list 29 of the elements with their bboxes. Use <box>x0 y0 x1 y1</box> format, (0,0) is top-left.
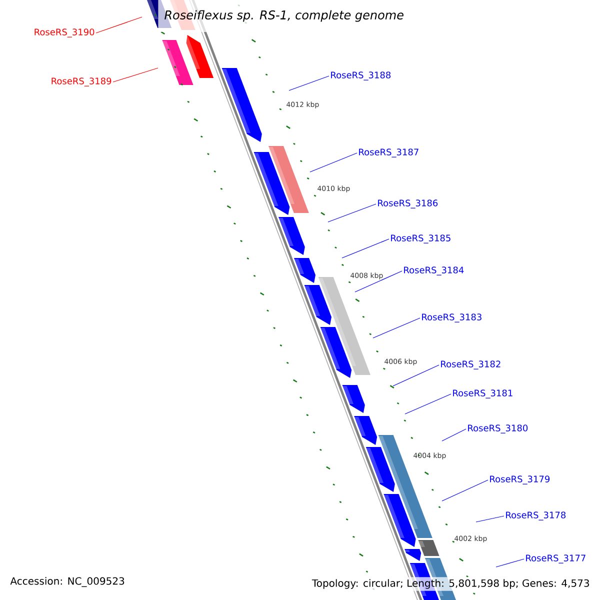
leader-line <box>404 394 452 414</box>
gene-label: RoseRS_3185 <box>391 234 450 244</box>
leader-line <box>372 318 420 338</box>
gene-label: RoseRS_3190 <box>34 28 94 38</box>
gene-label: RoseRS_3188 <box>331 72 391 80</box>
gene-label: RoseRS_3184 <box>404 266 464 276</box>
leader-line <box>328 204 376 222</box>
leader-line <box>112 68 158 82</box>
gene-label: RoseRS_3181 <box>453 390 512 398</box>
gene-label: RoseRS_3186 <box>378 200 438 208</box>
gene-label: RoseRS_3182 <box>441 360 500 370</box>
gene-label: RoseRS_3189 <box>52 78 112 86</box>
gene-label: RoseRS_3179 <box>490 476 550 484</box>
footer-text: Accession: NC_009523 <box>8 575 127 589</box>
leader-line <box>288 76 330 91</box>
gene-label: RoseRS_3177 <box>526 554 586 564</box>
leader-line <box>496 558 524 568</box>
leader-line <box>442 480 488 502</box>
gene-label: RoseRS_3178 <box>506 512 566 520</box>
leader-line <box>476 516 504 522</box>
leader-line <box>354 270 402 292</box>
gene-label: RoseRS_3187 <box>359 148 418 158</box>
leader-line <box>96 16 142 34</box>
leader-line <box>342 238 390 258</box>
leader-line <box>442 428 466 442</box>
leader-line <box>310 152 358 172</box>
leader-line <box>392 364 440 386</box>
gene-label: RoseRS_3180 <box>468 424 528 434</box>
gene-label: RoseRS_3183 <box>422 314 482 322</box>
